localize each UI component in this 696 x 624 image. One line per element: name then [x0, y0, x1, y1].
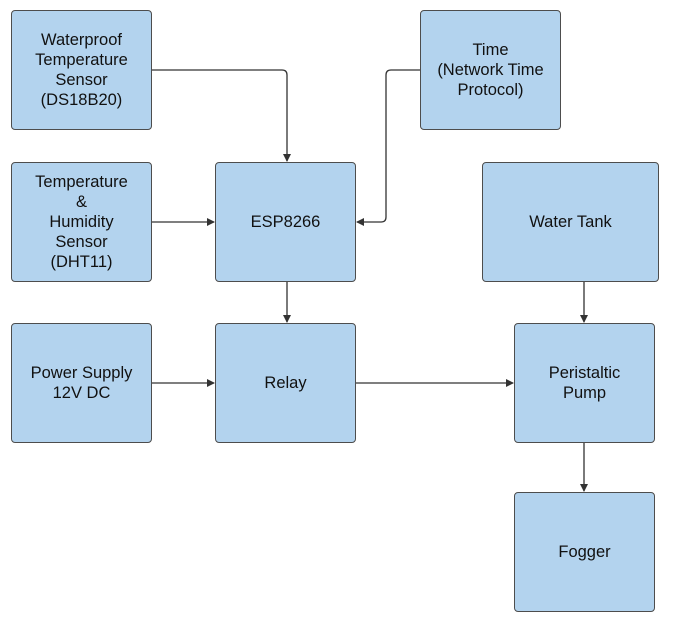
node-fogger-label: Fogger: [558, 543, 611, 561]
node-esp8266: ESP8266: [215, 162, 356, 282]
node-time-label: Time (Network Time Protocol): [437, 41, 544, 99]
node-fogger: Fogger: [514, 492, 655, 612]
node-ds18b20-label: Waterproof Temperature Sensor (DS18B20): [35, 31, 128, 109]
node-time-ntp: Time (Network Time Protocol): [420, 10, 561, 130]
node-dht11-sensor: Temperature & Humidity Sensor (DHT11): [11, 162, 152, 282]
node-peristaltic-pump-label: Peristaltic Pump: [548, 364, 621, 402]
edge-ds18b20-to-esp8266: [152, 69, 291, 162]
node-water-tank: Water Tank: [482, 162, 659, 282]
node-relay: Relay: [215, 323, 356, 443]
node-ds18b20-sensor: Waterproof Temperature Sensor (DS18B20): [11, 10, 152, 130]
node-dht11-label: Temperature & Humidity Sensor (DHT11): [35, 173, 128, 271]
edge-time-to-esp8266: [356, 69, 420, 226]
node-peristaltic-pump: Peristaltic Pump: [514, 323, 655, 443]
node-power-supply-label: Power Supply 12V DC: [30, 364, 133, 402]
node-water-tank-label: Water Tank: [529, 213, 612, 231]
node-esp8266-label: ESP8266: [250, 213, 321, 231]
node-power-supply: Power Supply 12V DC: [11, 323, 152, 443]
node-relay-label: Relay: [264, 374, 307, 392]
